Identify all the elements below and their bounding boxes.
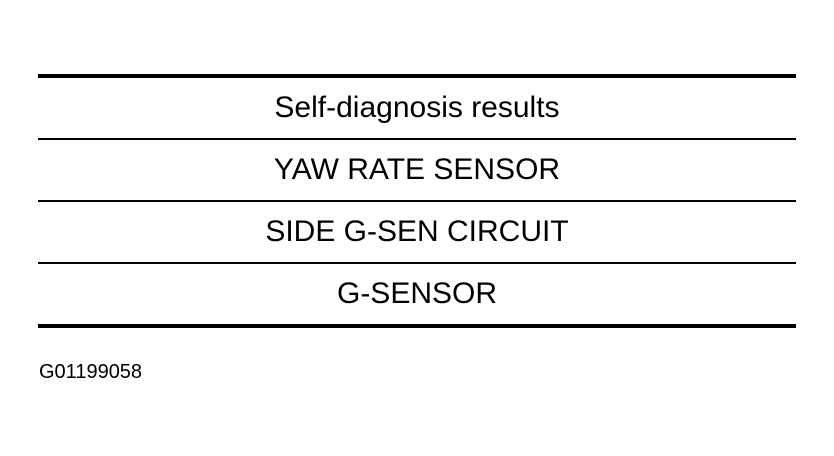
table-row-label: G-SENSOR <box>336 277 498 310</box>
table-row-label: SIDE G-SEN CIRCUIT <box>265 215 569 248</box>
table-header-label: Self-diagnosis results <box>274 91 560 124</box>
self-diagnosis-results-table: Self-diagnosis results YAW RATE SENSOR S… <box>38 74 796 328</box>
table-row: SIDE G-SEN CIRCUIT <box>38 202 796 262</box>
table-divider <box>38 138 796 140</box>
table-row: G-SENSOR <box>38 264 796 324</box>
table-row: YAW RATE SENSOR <box>38 140 796 200</box>
figure-id: G01199058 <box>39 361 143 383</box>
table-top-rule <box>38 74 796 78</box>
table-header-row: Self-diagnosis results <box>38 78 796 138</box>
table-divider <box>38 200 796 202</box>
table-divider <box>38 262 796 264</box>
table-row-label: YAW RATE SENSOR <box>273 153 561 186</box>
table-bottom-rule <box>38 324 796 328</box>
